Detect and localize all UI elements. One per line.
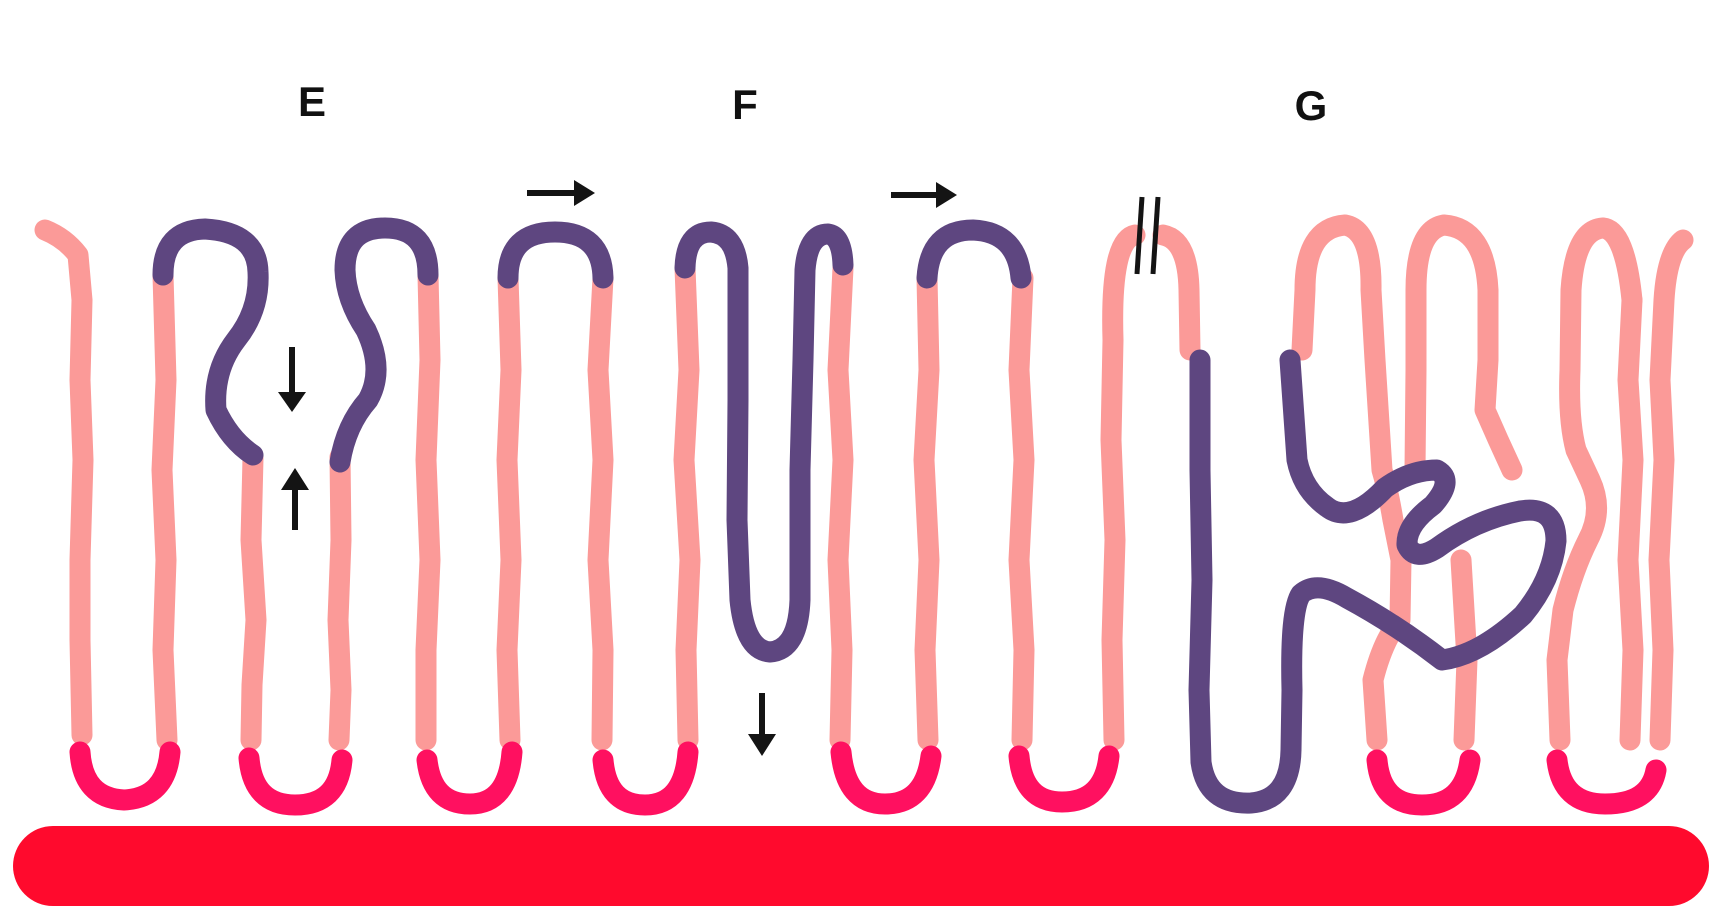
- lesion-arch-3: [508, 232, 603, 278]
- panel-label-e: E: [298, 78, 326, 125]
- crypt-base-2: [249, 758, 342, 805]
- panel-label-f: F: [732, 81, 758, 128]
- transection-mark-icon: [1137, 197, 1158, 274]
- lesion-segments: [163, 228, 1556, 803]
- crypt-base-5: [841, 752, 931, 804]
- lesion-e-right: [340, 228, 428, 462]
- arrow-right-icon: [527, 180, 595, 206]
- crypt-bases: [80, 752, 1656, 805]
- crypt-base-1: [80, 752, 170, 800]
- crypt-base-3: [427, 752, 512, 804]
- arrow-down-icon: [278, 347, 306, 412]
- crypt-base-7: [1377, 760, 1470, 805]
- crypt-base-8: [1557, 760, 1656, 804]
- arrow-right-icon: [891, 182, 957, 208]
- crypt-base-6: [1019, 756, 1109, 802]
- lesion-e-left: [163, 229, 258, 455]
- muscularis-band: [13, 826, 1709, 906]
- panel-label-g: G: [1295, 82, 1328, 129]
- crypt-base-4: [603, 752, 688, 805]
- arrow-down-icon: [748, 693, 776, 756]
- lesion-arch-5: [927, 230, 1021, 278]
- lesion-f-loop: [685, 232, 843, 652]
- arrow-up-icon: [281, 468, 309, 530]
